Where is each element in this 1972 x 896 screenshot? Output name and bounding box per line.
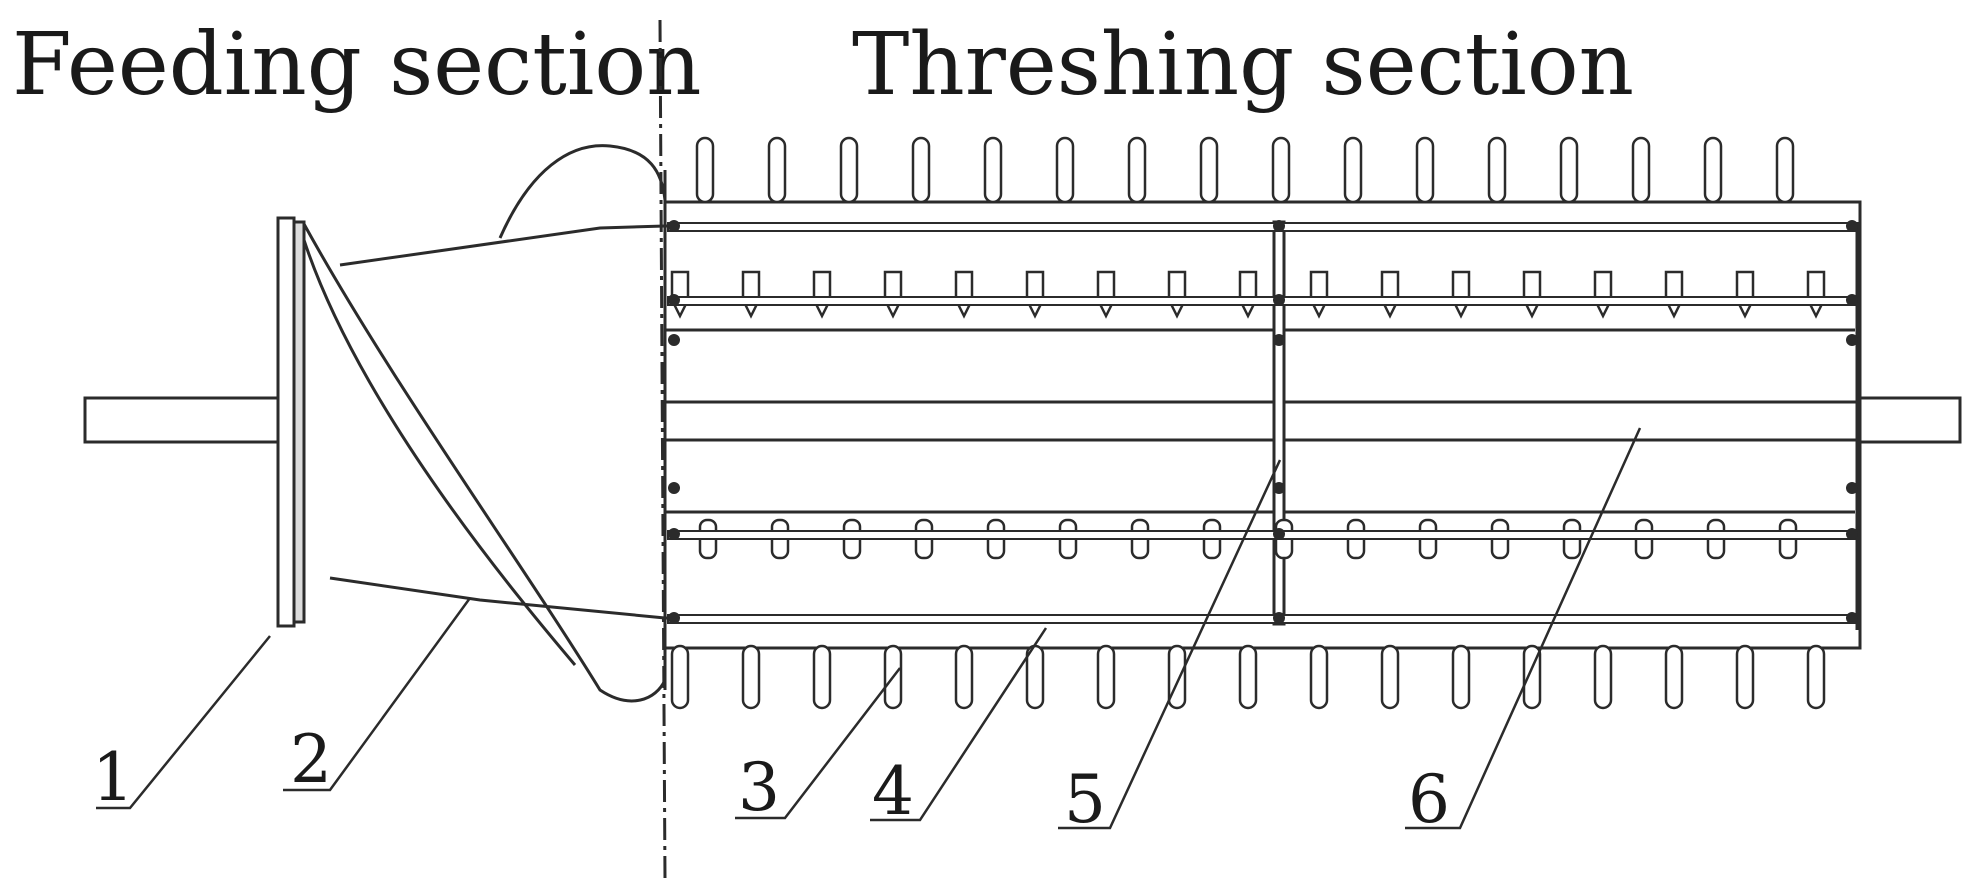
leader-2 xyxy=(283,597,472,792)
bolt xyxy=(1273,482,1285,494)
threshing-tooth xyxy=(1096,270,1116,319)
threshing-tooth xyxy=(812,270,832,319)
bolt xyxy=(1273,334,1285,346)
tooth-bar xyxy=(667,530,1857,540)
threshing-tooth xyxy=(954,270,974,319)
threshing-tooth xyxy=(1309,270,1329,319)
bolt xyxy=(1846,612,1858,624)
bolt xyxy=(668,482,680,494)
bolt xyxy=(1846,220,1858,232)
flange xyxy=(276,216,306,628)
threshing-tooth xyxy=(1127,136,1147,204)
leader-5 xyxy=(1058,459,1282,830)
bolt xyxy=(1273,220,1285,232)
threshing-tooth xyxy=(1055,136,1075,204)
threshing-tooth xyxy=(1309,644,1329,710)
callout-3: 3 xyxy=(738,749,780,826)
threshing-tooth xyxy=(1664,270,1684,319)
threshing-tooth xyxy=(670,270,690,319)
bolt xyxy=(1846,528,1858,540)
leader-6 xyxy=(1405,427,1642,830)
bolt xyxy=(1273,528,1285,540)
threshing-tooth xyxy=(1559,136,1579,204)
threshing-tooth xyxy=(1380,270,1400,319)
callout-4: 4 xyxy=(872,753,914,830)
callout-1: 1 xyxy=(92,739,134,816)
threshing-tooth xyxy=(954,644,974,710)
threshing-tooth xyxy=(1238,270,1258,319)
threshing-tooth xyxy=(670,644,690,710)
tooth-bar xyxy=(667,222,1857,232)
leader-4 xyxy=(870,627,1048,822)
threshing-tooth xyxy=(839,136,859,204)
threshing-tooth xyxy=(1593,270,1613,319)
section-divider xyxy=(658,19,667,881)
leader-1 xyxy=(96,635,271,810)
threshing-tooth xyxy=(1703,136,1723,204)
shaft xyxy=(83,396,1962,444)
threshing-tooth xyxy=(695,136,715,204)
feeding-cone xyxy=(302,144,667,703)
threshing-tooth xyxy=(1775,136,1795,204)
callout-5: 5 xyxy=(1064,761,1106,838)
threshing-tooth xyxy=(1167,270,1187,319)
bolt xyxy=(1273,612,1285,624)
threshing-tooth xyxy=(1167,644,1187,710)
threshing-section-title: Threshing section xyxy=(852,15,1634,115)
bolt xyxy=(1846,482,1858,494)
tooth-bar xyxy=(667,296,1857,306)
callout-2: 2 xyxy=(290,721,332,798)
bolt xyxy=(1846,334,1858,346)
threshing-tooth xyxy=(1451,644,1471,710)
threshing-tooth xyxy=(983,136,1003,204)
bolt xyxy=(1846,294,1858,306)
drum-frame xyxy=(663,200,1862,650)
threshing-tooth xyxy=(1487,136,1507,204)
threshing-tooth xyxy=(1199,136,1219,204)
threshing-tooth xyxy=(812,644,832,710)
threshing-tooth xyxy=(1451,270,1471,319)
threshing-tooth xyxy=(1025,270,1045,319)
threshing-tooth xyxy=(1271,136,1291,204)
feeding-section-title: Feeding section xyxy=(12,15,702,115)
threshing-tooth xyxy=(741,270,761,319)
threshing-tooth xyxy=(1380,644,1400,710)
leader-3 xyxy=(735,667,901,820)
bolt xyxy=(668,220,680,232)
threshing-tooth xyxy=(1522,270,1542,319)
threshing-tooth xyxy=(1593,644,1613,710)
threshing-tooth xyxy=(883,270,903,319)
threshing-tooth xyxy=(741,644,761,710)
threshing-tooth xyxy=(1343,136,1363,204)
leader-lines xyxy=(96,427,1642,830)
callout-6: 6 xyxy=(1408,761,1450,838)
threshing-tooth xyxy=(1806,644,1826,710)
threshing-tooth xyxy=(1415,136,1435,204)
threshing-tooth xyxy=(1806,270,1826,319)
bolt xyxy=(668,528,680,540)
threshing-tooth xyxy=(1238,644,1258,710)
threshing-tooth xyxy=(911,136,931,204)
bolt xyxy=(668,334,680,346)
threshing-tooth xyxy=(1735,270,1755,319)
bolt xyxy=(1273,294,1285,306)
threshing-tooth xyxy=(767,136,787,204)
threshing-tooth xyxy=(1096,644,1116,710)
bolt xyxy=(668,612,680,624)
threshing-tooth xyxy=(1664,644,1684,710)
bolt xyxy=(668,294,680,306)
threshing-tooth xyxy=(1735,644,1755,710)
tooth-bars xyxy=(667,220,1858,624)
threshing-tooth xyxy=(1631,136,1651,204)
tooth-bar xyxy=(667,614,1857,624)
